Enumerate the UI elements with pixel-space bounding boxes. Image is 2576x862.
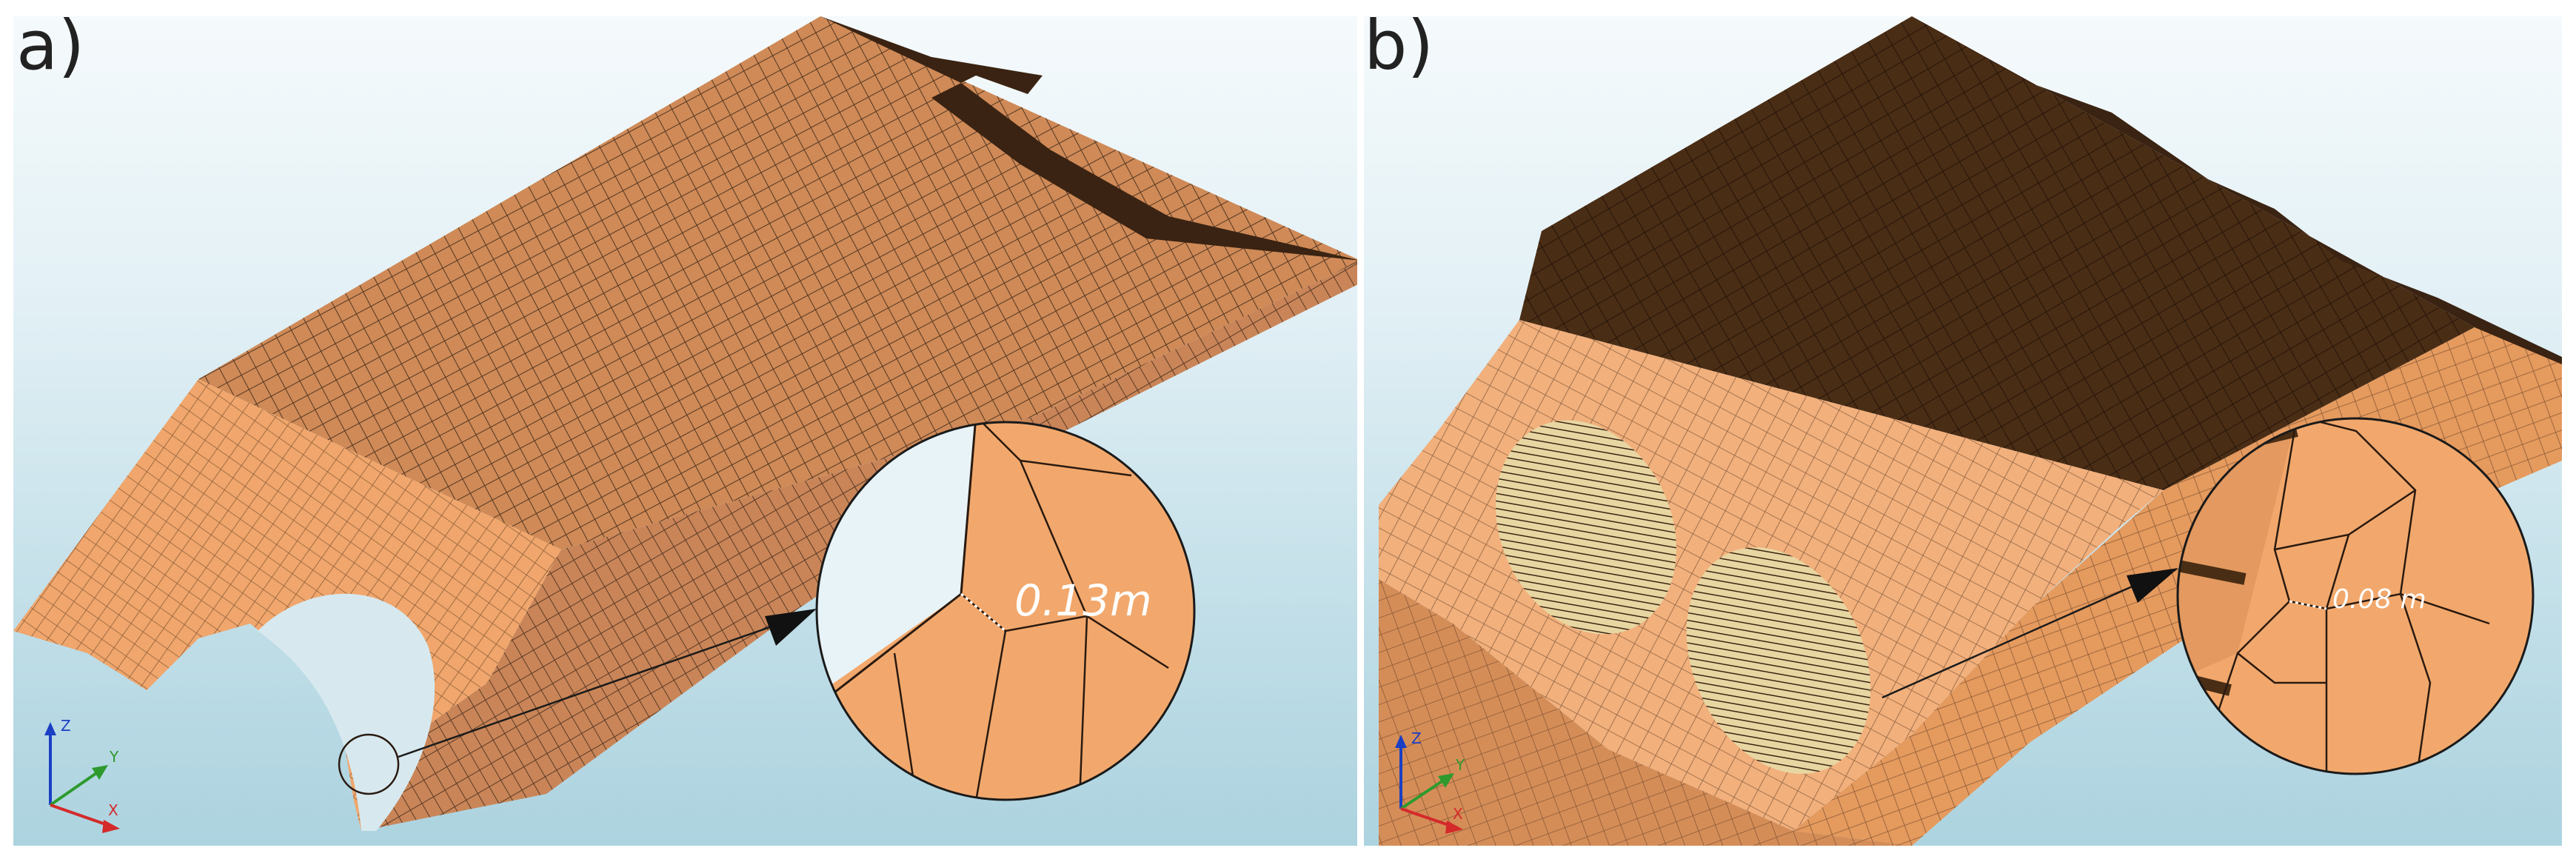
panel-b: b) 0.08 m Z Y X [1364,16,2562,846]
axis-y-label: Y [1455,756,1465,774]
axis-z-label: Z [1411,729,1422,747]
zoom-inset-b [2178,418,2533,774]
panel-label: b) [1364,16,1434,85]
axis-triad-icon: Z Y X [44,717,120,833]
mesh-model-a [13,16,1357,831]
measurement-label: 0.13m [1014,575,1152,626]
panel-a: a) 0.13m Z Y X [13,16,1357,846]
axis-x-label: X [1453,805,1463,823]
measurement-label: 0.08 m [2332,584,2426,615]
zoom-inset-a [817,422,1194,800]
arrow-icon [765,609,817,646]
arrow-icon [2127,568,2178,603]
axis-z-label: Z [61,717,71,735]
axis-triad-icon: Z Y X [1395,729,1465,834]
panel-label: a) [16,16,85,85]
axis-x-label: X [108,801,118,819]
axis-y-label: Y [109,748,119,766]
mesh-model-b [1379,16,2562,846]
